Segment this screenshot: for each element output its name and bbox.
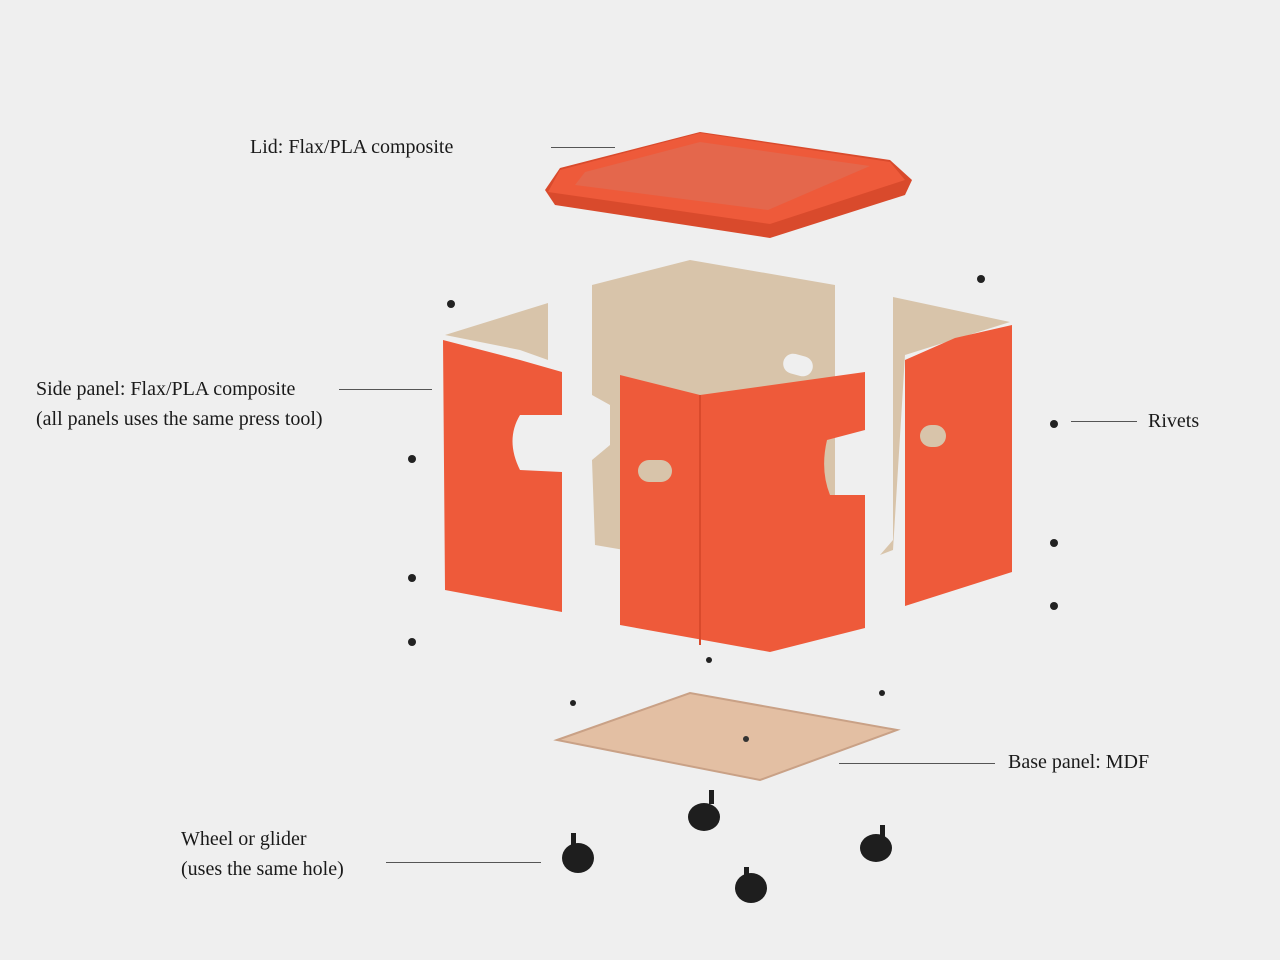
rivets-leader-line: [1071, 421, 1137, 422]
wheel-label-line1: Wheel or glider: [181, 828, 307, 850]
right-side-panel: [880, 297, 1012, 606]
base-panel-leader-line: [839, 763, 995, 764]
rivets: [408, 275, 1058, 706]
left-side-panel: [443, 303, 562, 612]
base-panel-label: Base panel: MDF: [1008, 751, 1150, 773]
wheels: [562, 790, 892, 903]
wheel-leader-line: [386, 862, 541, 863]
base-panel: [553, 691, 901, 782]
lid-label: Lid: Flax/PLA composite: [250, 136, 454, 158]
side-panel-label-line1: Side panel: Flax/PLA composite: [36, 378, 296, 400]
lid: [545, 132, 912, 238]
side-panel-label-line2: (all panels uses the same press tool): [36, 408, 323, 430]
side-panel-leader-line: [339, 389, 432, 390]
lid-leader-line: [551, 147, 615, 148]
side-panel-label: Side panel: Flax/PLA composite (all pane…: [36, 374, 323, 434]
wheel-label: Wheel or glider (uses the same hole): [181, 824, 344, 884]
wheel-label-line2: (uses the same hole): [181, 858, 344, 880]
front-panel: [620, 372, 865, 652]
rivets-label: Rivets: [1148, 410, 1200, 432]
